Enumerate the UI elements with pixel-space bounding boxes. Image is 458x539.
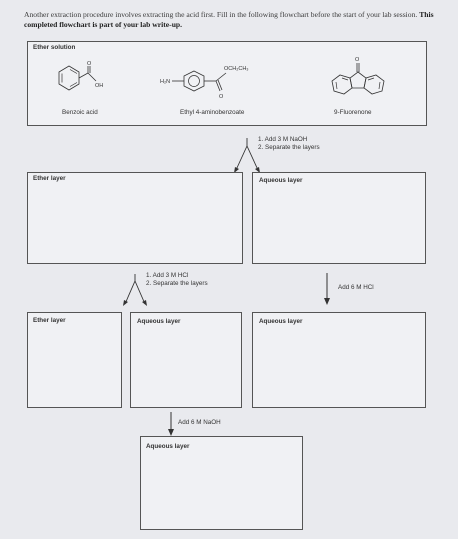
aqueous-layer-box-3 [252, 312, 426, 408]
step2-instructions: 1. Add 3 M HCl 2. Separate the layers [146, 272, 208, 288]
9-fluorenone-structure: O [331, 57, 385, 95]
step1-line2: 2. Separate the layers [258, 144, 320, 151]
ether-layer-box-1 [27, 172, 243, 264]
amine-group: H₂N [160, 79, 170, 85]
aqueous-layer-label-4: Aqueous layer [146, 443, 190, 450]
ether-solution-box [27, 41, 427, 126]
ester-o-atom: O [219, 94, 224, 100]
step2-line2: 2. Separate the layers [146, 280, 208, 287]
instructions-plain: Another extraction procedure involves ex… [24, 10, 418, 19]
benzoic-oh-group: OH [95, 83, 103, 89]
instructions-text: Another extraction procedure involves ex… [24, 10, 440, 30]
aqueous-layer-label-1: Aqueous layer [259, 177, 303, 184]
benzoic-acid-structure: O OH [58, 61, 103, 91]
aqueous-layer-label-3: Aqueous layer [259, 318, 303, 325]
benzoic-acid-label: Benzoic acid [62, 109, 98, 116]
aqueous-layer-box-1 [252, 172, 426, 264]
aqueous-layer-box-2 [130, 312, 242, 408]
ester-ethoxy-group: OCH₂CH₃ [224, 66, 249, 72]
split-arrow-icon [234, 138, 260, 173]
step3-instructions: Add 6 M NaOH [178, 419, 221, 426]
down-arrow-icon [324, 273, 330, 305]
ether-layer-label-2: Ether layer [33, 317, 66, 324]
aqueous-layer-label-2: Aqueous layer [137, 318, 181, 325]
benzoic-o-atom: O [87, 61, 92, 67]
down-arrow-icon [168, 412, 174, 436]
fluorenone-o-atom: O [355, 57, 360, 63]
step1-instructions: 1. Add 3 M NaOH 2. Separate the layers [258, 136, 320, 152]
ethyl-4-aminobenzoate-label: Ethyl 4-aminobenzoate [180, 109, 245, 116]
split-arrow-icon [123, 274, 147, 306]
ether-solution-label: Ether solution [33, 44, 76, 51]
ethyl-4-aminobenzoate-structure: H₂N OCH₂CH₃ O [160, 66, 249, 100]
step-right-instructions: Add 6 M HCl [338, 284, 374, 291]
step2-line1: 1. Add 3 M HCl [146, 272, 189, 279]
9-fluorenone-label: 9-Fluorenone [334, 109, 372, 116]
ether-layer-box-2 [27, 312, 122, 408]
aqueous-layer-box-4 [140, 436, 303, 530]
instructions-bold: This completed flowchart is part of your… [24, 10, 434, 29]
ether-layer-label-1: Ether layer [33, 175, 66, 182]
step1-line1: 1. Add 3 M NaOH [258, 136, 308, 143]
